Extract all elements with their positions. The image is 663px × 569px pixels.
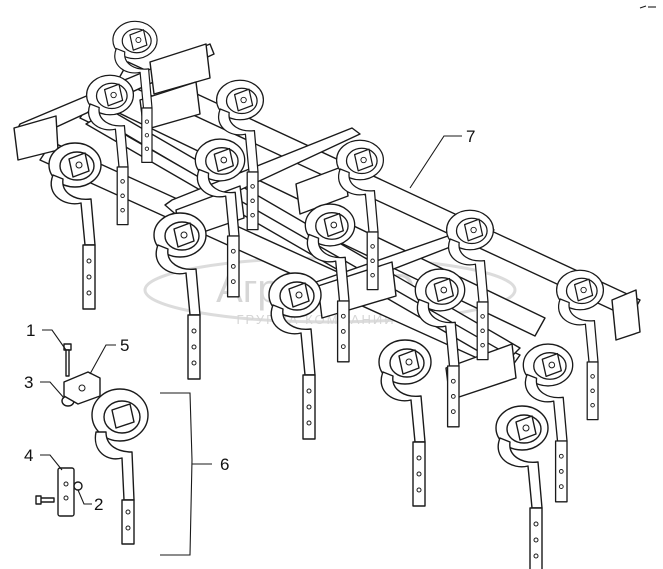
small-nut	[73, 481, 83, 491]
callout-2: 2	[94, 495, 103, 514]
corner-mark	[639, 5, 656, 9]
spring-tine	[268, 272, 322, 440]
callout-6: 6	[220, 455, 229, 474]
spare-spring-tine	[91, 388, 149, 545]
callout-1: 1	[26, 321, 35, 340]
exploded-parts	[35, 343, 149, 545]
spring-tine	[378, 339, 432, 507]
callout-4: 4	[24, 446, 33, 465]
right-end-plate	[611, 289, 641, 341]
tine-plate	[57, 467, 75, 517]
spring-tine	[153, 212, 207, 380]
brace-plate-2	[295, 165, 349, 215]
callout-5: 5	[120, 336, 129, 355]
callout-7: 7	[466, 127, 475, 146]
spring-tine	[48, 142, 102, 310]
callout-3: 3	[24, 373, 33, 392]
watermark-subtitle: ГРУППА КОМПАНИЙ	[236, 312, 395, 327]
rear-top-plate	[149, 43, 211, 95]
callouts: 1 3 5 4 2 6 7	[24, 127, 475, 556]
clamp-bracket	[63, 371, 101, 405]
spring-tine	[495, 405, 549, 569]
screw	[35, 495, 55, 505]
